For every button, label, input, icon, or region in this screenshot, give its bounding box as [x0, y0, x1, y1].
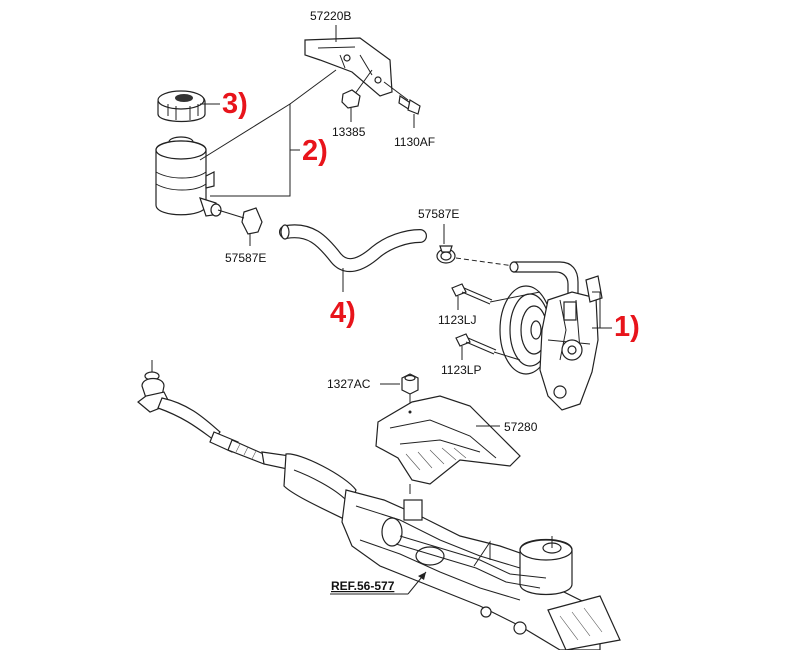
part-number-bolt-upper: 1123LJ	[438, 313, 476, 327]
bolt-1130af	[383, 81, 421, 115]
clamp-right	[436, 245, 456, 264]
part-number-bolt-lower: 1123LP	[441, 363, 481, 377]
callout-pump: 1)	[614, 311, 640, 343]
part-number-nut-heat: 1327AC	[327, 377, 371, 391]
reservoir-cap	[157, 90, 206, 123]
steering-rack	[137, 360, 621, 650]
part-number-bracket: 57220B	[310, 9, 351, 23]
reservoir-bracket	[304, 25, 393, 97]
nut-1327ac	[401, 373, 419, 395]
part-number-heat-shield: 57280	[504, 420, 538, 434]
callout-hose: 4)	[330, 297, 356, 329]
bolt-1123lp	[455, 333, 521, 361]
callout-cap: 3)	[222, 88, 248, 120]
return-hose	[279, 224, 427, 273]
reference-label: REF.56-577	[331, 579, 395, 593]
reservoir-tank	[155, 136, 222, 217]
part-number-bolt-bracket: 1130AF	[394, 135, 435, 149]
nut-13385	[341, 69, 373, 109]
callout-reservoir: 2)	[302, 135, 328, 167]
heat-shield	[375, 395, 521, 485]
part-number-clamp-left: 57587E	[225, 251, 266, 265]
ref-leader	[330, 571, 427, 595]
power-steering-pump	[499, 261, 603, 411]
bolt-1123lj	[451, 283, 541, 305]
clamp-left	[217, 207, 263, 235]
part-number-nut: 13385	[332, 125, 366, 139]
part-number-clamp-right: 57587E	[418, 207, 459, 221]
